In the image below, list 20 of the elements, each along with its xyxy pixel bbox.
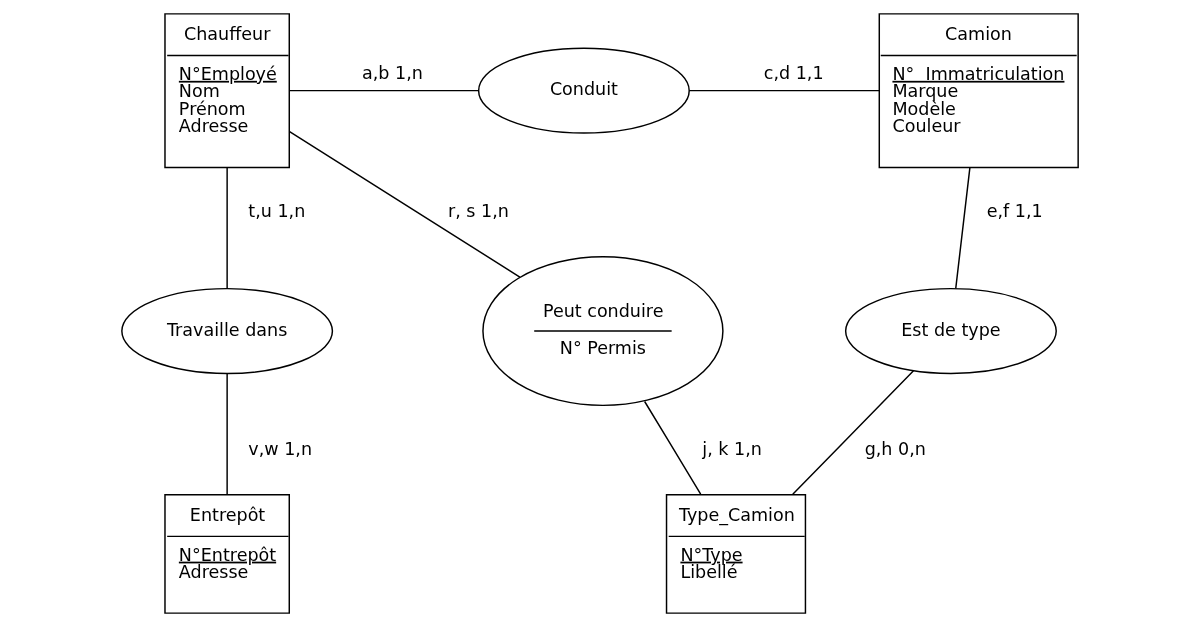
edge-label: t,u 1,n: [247, 201, 305, 222]
node-ellipse: Peut conduire N° Permis: [481, 256, 724, 407]
edge-label: a,b 1,n: [361, 63, 423, 84]
node-ellipse: Conduit: [477, 47, 690, 134]
connector: [225, 167, 228, 290]
connector: [954, 167, 971, 290]
connector: [288, 89, 479, 92]
connector: [643, 400, 701, 495]
edge-label: g,h 0,n: [864, 439, 926, 460]
node-ellipse: Est de type: [844, 287, 1057, 375]
edge-label: c,d 1,1: [763, 63, 824, 84]
edge-label: j, k 1,n: [701, 439, 762, 460]
connector: [687, 89, 880, 92]
connector: [288, 130, 521, 278]
edge-label: v,w 1,n: [247, 439, 312, 460]
node-ellipse: Travaille dans: [120, 287, 333, 375]
connector: [791, 370, 914, 496]
edge-label: r, s 1,n: [447, 201, 509, 222]
edge-label: e,f 1,1: [986, 201, 1043, 222]
connector: [225, 373, 228, 496]
